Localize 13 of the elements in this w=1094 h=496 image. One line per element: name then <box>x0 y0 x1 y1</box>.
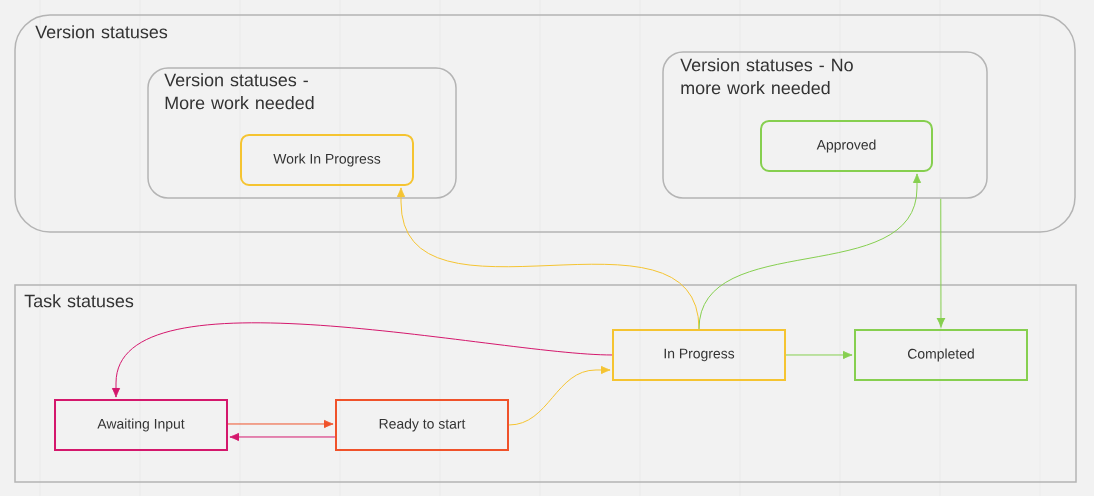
arrow <box>229 432 336 442</box>
status-box: In Progress <box>612 329 786 381</box>
arrow <box>508 365 611 426</box>
status-box: Completed <box>854 329 1028 381</box>
arrow <box>698 173 922 330</box>
arrow <box>936 198 946 328</box>
status-box: Approved <box>760 120 933 172</box>
status-box: Awaiting Input <box>54 399 228 451</box>
arrow <box>111 322 613 398</box>
status-box: Ready to start <box>335 399 509 451</box>
status-box: Work In Progress <box>240 134 414 186</box>
arrow <box>785 350 853 360</box>
arrow <box>227 419 334 429</box>
